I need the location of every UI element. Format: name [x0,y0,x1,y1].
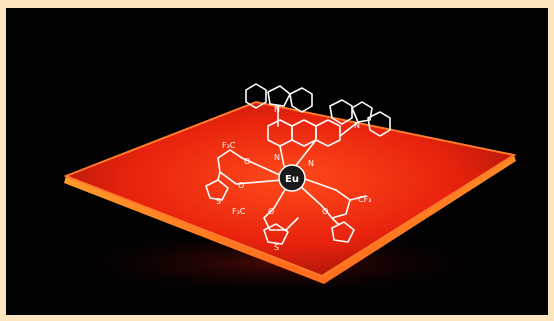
atom-label: N [274,105,280,114]
carbazole-ring [289,87,313,113]
europium-center [278,164,306,192]
atom-label: O [268,207,274,216]
atom-label: O [238,181,244,190]
atom-label: O [322,207,328,216]
thiophene-ring [331,221,355,243]
diketonate [263,207,299,231]
atom-label: N [354,121,360,130]
carbazole-ring [367,111,391,137]
photo: Eu F₃C F₃C CF₃ N N N N O O O O S S [6,8,548,315]
atom-label: CF₃ [358,195,371,204]
pyrrole-ring [267,85,291,107]
carbazole-ring [329,99,353,125]
diketonate [217,149,243,185]
atom-label: S [216,197,221,206]
atom-label: N [308,159,314,168]
thiophene-ring [263,223,289,245]
pyrrole-ring [351,101,373,123]
atom-label: N [274,153,280,162]
eu-label: Eu [285,174,299,185]
thiophene-ring [205,179,229,201]
carbazole-ring [245,83,267,109]
molecular-structure: Eu F₃C F₃C CF₃ N N N N O O O O S S [205,83,391,252]
atom-label: F₃C [232,207,246,216]
slide-outline [63,100,517,278]
atom-label: F₃C [222,141,236,150]
diketonate [321,189,351,219]
photo-scene: Eu F₃C F₃C CF₃ N N N N O O O O S S [46,83,517,298]
atom-label: S [274,243,279,252]
atom-label: O [244,157,250,166]
